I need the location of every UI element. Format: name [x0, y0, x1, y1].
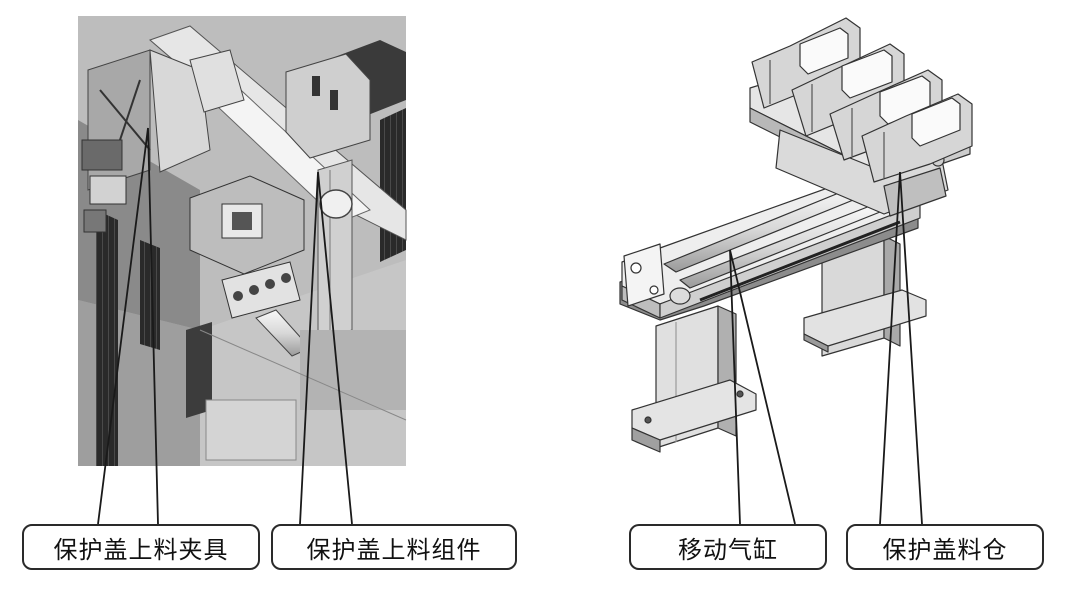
label-cylinder: 移动气缸 — [629, 524, 827, 570]
leader-clamp — [97, 127, 159, 525]
bin-assembly-render-right — [619, 17, 973, 453]
leader-bin — [879, 171, 923, 525]
leader-cylinder — [729, 249, 796, 525]
leader-assembly — [299, 171, 353, 525]
machine-render-left — [78, 16, 407, 466]
label-assembly: 保护盖上料组件 — [271, 524, 517, 570]
label-bin: 保护盖料仓 — [846, 524, 1044, 570]
leader-lines — [97, 127, 923, 525]
label-clamp: 保护盖上料夹具 — [22, 524, 260, 570]
